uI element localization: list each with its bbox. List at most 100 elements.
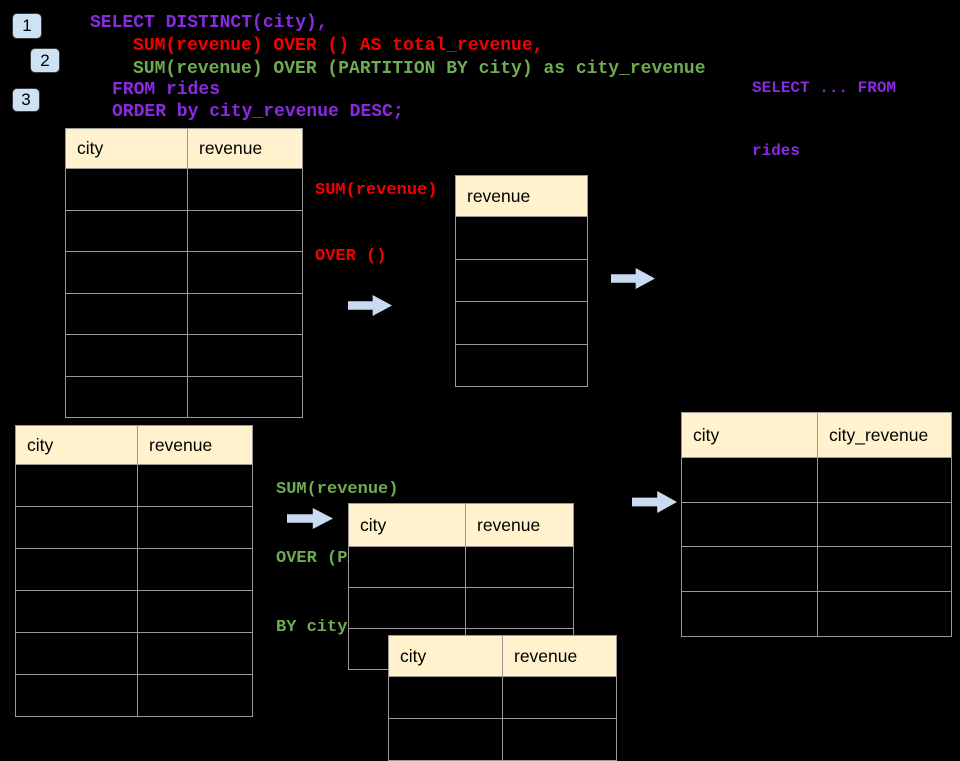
table-cell bbox=[349, 547, 465, 587]
annotation-total-line2: OVER () bbox=[315, 247, 387, 266]
table-cell bbox=[502, 677, 616, 718]
table-cell bbox=[187, 169, 302, 210]
table-cell bbox=[456, 217, 587, 259]
table-row bbox=[682, 457, 951, 502]
rides-table-top: city revenue bbox=[65, 128, 303, 418]
table-body bbox=[66, 168, 302, 417]
partition-table-a: city revenue bbox=[348, 503, 574, 670]
city-revenue-table: city city_revenue bbox=[681, 412, 952, 637]
table-cell bbox=[682, 458, 817, 502]
table-cell bbox=[66, 169, 187, 210]
column-header-city: city bbox=[360, 514, 387, 535]
table-row bbox=[16, 590, 252, 632]
column-header-revenue: revenue bbox=[502, 636, 616, 676]
table-row bbox=[456, 258, 587, 301]
column-header-city: city bbox=[693, 424, 720, 445]
table-cell bbox=[16, 549, 137, 590]
column-header-revenue: revenue bbox=[137, 426, 252, 464]
total-revenue-table: revenue bbox=[455, 175, 588, 387]
table-body bbox=[682, 457, 951, 636]
from-rides-note-line1: SELECT ... FROM bbox=[752, 79, 897, 97]
table-cell bbox=[187, 335, 302, 376]
sql-line-order: ORDER by city_revenue DESC; bbox=[112, 102, 404, 122]
table-body bbox=[456, 216, 587, 386]
table-row bbox=[66, 375, 302, 417]
sql-line-from: FROM rides bbox=[112, 80, 221, 100]
table-row bbox=[456, 301, 587, 344]
table-row bbox=[456, 343, 587, 386]
arrow-right-icon bbox=[611, 268, 655, 289]
from-rides-note-line2: rides bbox=[752, 142, 801, 160]
table-body bbox=[16, 464, 252, 716]
table-row bbox=[389, 718, 616, 760]
rides-table-bottom: city revenue bbox=[15, 425, 253, 717]
table-cell bbox=[817, 502, 951, 547]
table-header-row: city revenue bbox=[66, 129, 302, 168]
annotation-total-revenue: SUM(revenue) OVER () bbox=[315, 136, 437, 290]
table-cell bbox=[66, 293, 187, 334]
step-badge-3: 3 bbox=[12, 88, 40, 112]
table-cell bbox=[187, 376, 302, 417]
table-cell bbox=[817, 458, 951, 502]
table-cell bbox=[682, 547, 817, 592]
column-header-city: city bbox=[77, 138, 104, 158]
table-row bbox=[66, 251, 302, 293]
column-header-revenue: revenue bbox=[465, 504, 573, 546]
table-cell bbox=[16, 633, 137, 674]
partition-table-b: city revenue bbox=[388, 635, 617, 761]
step-badge-1: 1 bbox=[12, 13, 42, 39]
table-cell bbox=[502, 719, 616, 760]
table-row bbox=[16, 464, 252, 506]
sql-line-partition: SUM(revenue) OVER (PARTITION BY city) as… bbox=[133, 59, 706, 79]
arrow-right-icon bbox=[632, 491, 677, 513]
table-row bbox=[682, 501, 951, 547]
table-cell bbox=[137, 591, 252, 632]
table-cell bbox=[389, 677, 502, 718]
table-row bbox=[682, 546, 951, 592]
table-cell bbox=[66, 335, 187, 376]
column-header-revenue: revenue bbox=[467, 185, 531, 206]
table-row bbox=[456, 216, 587, 259]
table-row bbox=[389, 676, 616, 718]
table-cell bbox=[682, 502, 817, 547]
arrow-right-icon bbox=[348, 295, 392, 316]
table-cell bbox=[187, 252, 302, 293]
table-row bbox=[16, 506, 252, 548]
table-cell bbox=[16, 675, 137, 716]
column-header-city-revenue: city_revenue bbox=[817, 413, 951, 457]
table-cell bbox=[137, 675, 252, 716]
table-cell bbox=[465, 588, 573, 628]
table-cell bbox=[137, 465, 252, 506]
table-cell bbox=[817, 592, 951, 636]
table-header-row: revenue bbox=[456, 176, 587, 216]
table-cell bbox=[456, 302, 587, 344]
table-cell bbox=[16, 591, 137, 632]
table-cell bbox=[16, 465, 137, 506]
step-badge-2: 2 bbox=[30, 48, 60, 73]
table-cell bbox=[349, 588, 465, 628]
table-cell bbox=[137, 549, 252, 590]
table-row bbox=[16, 548, 252, 590]
column-header-city: city bbox=[27, 434, 54, 455]
table-row bbox=[682, 591, 951, 636]
annotation-partition-line1: SUM(revenue) bbox=[276, 480, 399, 499]
sql-line-total-revenue: SUM(revenue) OVER () AS total_revenue, bbox=[133, 36, 544, 56]
table-header-row: city revenue bbox=[389, 636, 616, 676]
table-cell bbox=[456, 344, 587, 386]
table-header-row: city revenue bbox=[349, 504, 573, 546]
table-cell bbox=[137, 507, 252, 548]
table-cell bbox=[16, 507, 137, 548]
table-cell bbox=[456, 259, 587, 301]
table-row bbox=[349, 587, 573, 628]
column-header-city: city bbox=[400, 645, 427, 666]
from-rides-note: SELECT ... FROM rides bbox=[752, 36, 896, 183]
table-header-row: city city_revenue bbox=[682, 413, 951, 457]
table-row bbox=[16, 632, 252, 674]
table-row bbox=[66, 209, 302, 251]
table-cell bbox=[187, 210, 302, 251]
table-cell bbox=[66, 376, 187, 417]
table-row bbox=[66, 292, 302, 334]
table-cell bbox=[465, 547, 573, 587]
table-cell bbox=[187, 293, 302, 334]
column-header-revenue: revenue bbox=[187, 129, 302, 168]
